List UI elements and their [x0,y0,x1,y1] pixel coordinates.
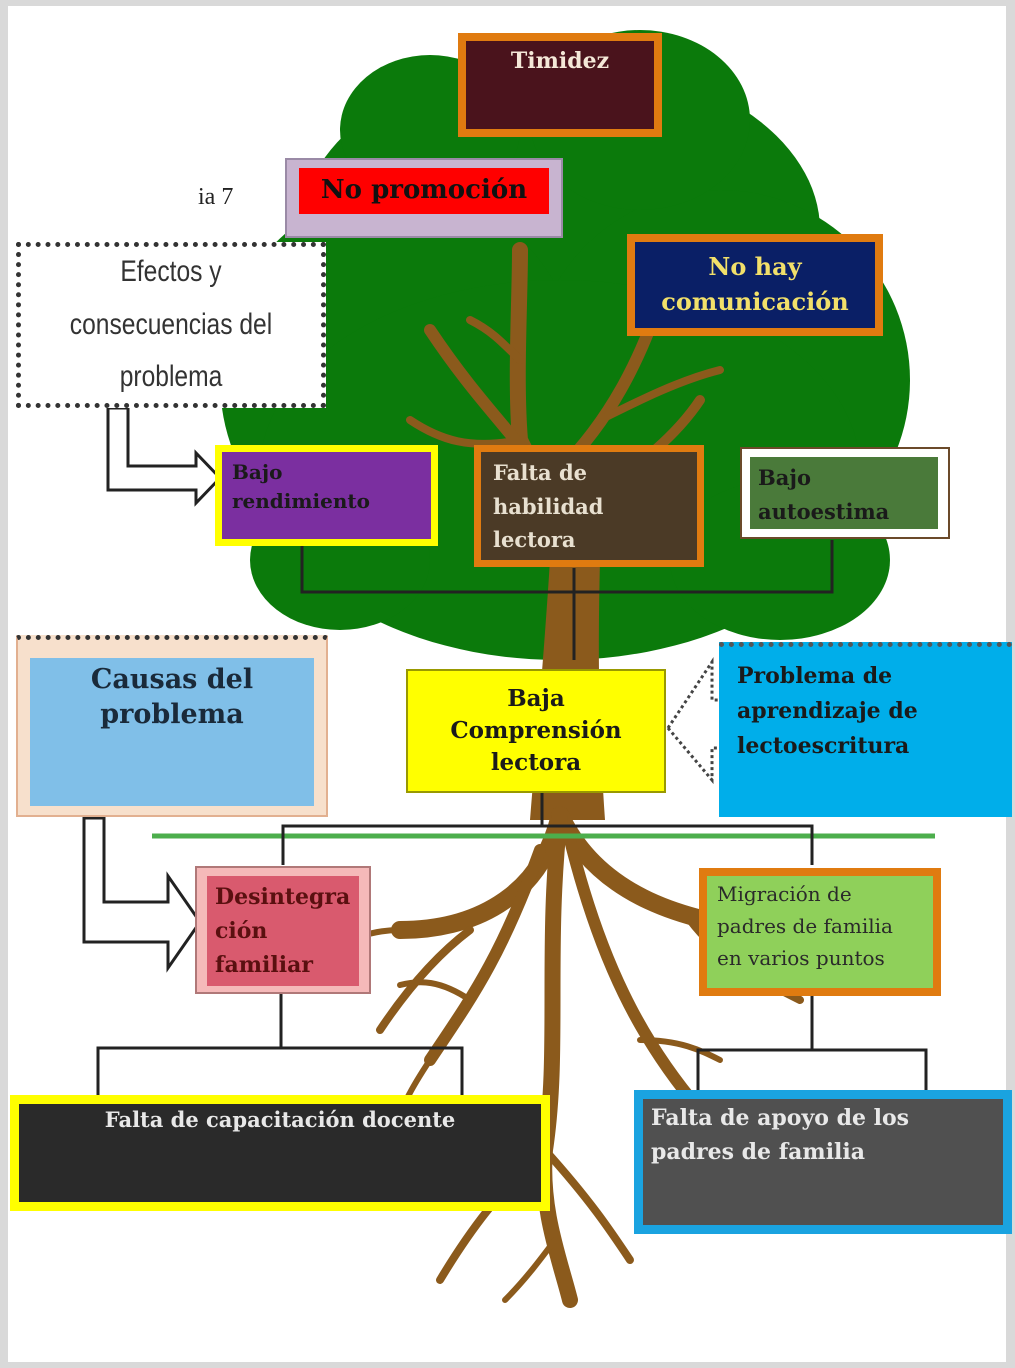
effects-arrow [106,406,223,507]
causes-arrow [82,816,202,973]
cause-migracion-label: Migración de padres de familia en varios… [717,882,893,970]
causes-connector [96,792,928,1095]
effect-bajo-autoestima-label: Bajo autoestima [758,465,890,524]
cause-desintegracion-label: Desintegra ción familiar [215,884,351,979]
causes-label-inner: Causas del problema [30,658,314,806]
effects-label-box: Efectos y consecuencias del problema [16,242,326,408]
effect-no-promocion-inner: No promoción [299,168,549,214]
effect-bajo-autoestima-inner: Bajo autoestima [750,457,938,529]
effect-bajo-rendimiento-label: Bajo rendimiento [232,460,370,513]
effect-falta-habilidad-label: Falta de habilidad lectora [493,460,604,553]
central-problem-label: Baja Comprensión lectora [450,684,622,777]
cause-desintegracion-box: Desintegra ción familiar [195,866,371,994]
side-problem-box: Problema de aprendizaje de lectoescritur… [719,642,1012,817]
effect-no-comunicacion-label: No hay comunicación [661,252,849,316]
effects-connector [300,540,834,660]
effect-falta-habilidad-box: Falta de habilidad lectora [474,445,704,567]
side-problem-label: Problema de aprendizaje de lectoescritur… [737,663,918,760]
cause-capacitacion-label: Falta de capacitación docente [104,1107,456,1132]
effect-timidez-box: Timidez [458,33,662,137]
cause-desintegracion-inner: Desintegra ción familiar [207,876,359,986]
effect-no-promocion-label: No promoción [320,175,528,206]
cause-migracion-box: Migración de padres de familia en varios… [699,868,941,996]
causes-label-text: Causas del problema [90,664,254,731]
effect-bajo-autoestima-box: Bajo autoestima [740,447,950,539]
central-problem-box: Baja Comprensión lectora [406,669,666,793]
cause-apoyo-padres-label: Falta de apoyo de los padres de familia [651,1105,910,1166]
effect-no-promocion-box: No promoción [285,158,563,238]
effect-timidez-label: Timidez [510,48,610,74]
effects-label-text: Efectos y consecuencias del problema [69,255,273,394]
effect-bajo-rendimiento-box: Bajo rendimiento [215,445,438,546]
cause-apoyo-padres-box: Falta de apoyo de los padres de familia [634,1090,1012,1234]
cause-capacitacion-box: Falta de capacitación docente [10,1095,550,1211]
causes-label-box: Causas del problema [16,635,328,817]
side-problem-arrow [666,657,720,785]
effect-no-comunicacion-box: No hay comunicación [627,234,883,336]
stray-label: ia 7 [198,184,234,210]
